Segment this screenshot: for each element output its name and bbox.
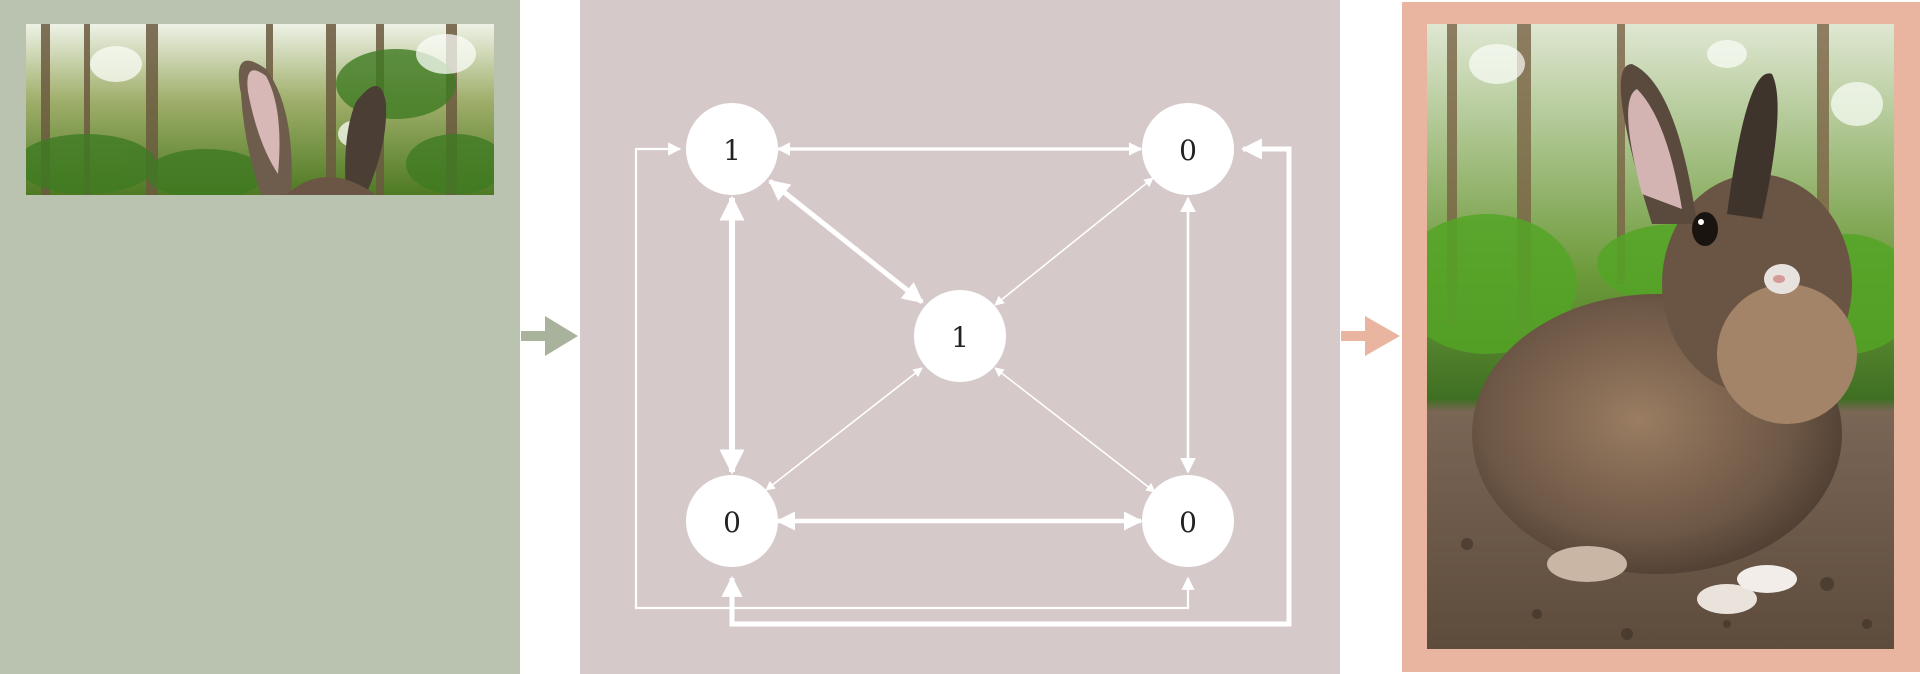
edge-n4-n3 [765,367,923,491]
node-value: 0 [723,506,741,539]
arrow-right-icon [1341,316,1400,356]
graph-node: 0 [1142,475,1234,567]
rabbit-photo [1427,24,1894,649]
edge-loop-n4-n2 [721,138,1292,627]
edge-loop-n1-n5 [634,142,1195,610]
edge-n2-n3 [994,177,1154,306]
graph-node: 0 [1142,103,1234,195]
graph-node: 1 [914,290,1006,382]
edge-n1-n3 [768,179,924,304]
graph-node: 0 [686,475,778,567]
node-value: 1 [723,134,741,167]
node-value: 0 [1179,506,1197,539]
arrow-right-icon [521,316,578,356]
node-value: 0 [1179,134,1197,167]
edge-n5-n3 [994,367,1156,493]
masked-rabbit-photo [26,24,494,195]
graph-node: 1 [686,103,778,195]
node-value: 1 [951,321,969,354]
